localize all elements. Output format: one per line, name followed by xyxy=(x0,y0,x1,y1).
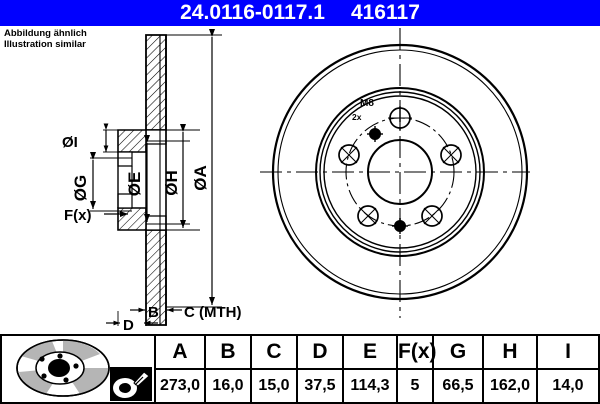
drawing-svg: ØI ØG ØE xyxy=(62,28,530,334)
dim-d: D xyxy=(106,317,158,334)
table-value-d: 37,5 xyxy=(296,368,344,404)
section-rim-bottom-inner xyxy=(145,215,167,231)
dim-diameter-h: ØH xyxy=(162,124,200,231)
table-header-d: D xyxy=(296,334,344,370)
table-value-b: 16,0 xyxy=(204,368,252,404)
section-bolt-seat-top xyxy=(117,151,133,167)
table-value-fx: 5 xyxy=(396,368,434,404)
article-number: 416117 xyxy=(350,1,420,24)
table-value-i: 14,0 xyxy=(536,368,600,404)
table-header-e: E xyxy=(342,334,398,370)
caption-line-en: Illustration similar xyxy=(4,39,86,50)
label-diameter-a: ØA xyxy=(191,165,210,191)
label-diameter-g: ØG xyxy=(71,175,90,201)
table-header-b: B xyxy=(204,334,252,370)
disc-friction-ring-outer xyxy=(277,49,523,295)
technical-drawing: ØI ØG ØE xyxy=(0,26,600,334)
disc-outer-edge xyxy=(271,43,529,301)
cross-section-view: ØI ØG ØE xyxy=(62,29,241,334)
front-view: M8 2x xyxy=(260,28,530,318)
label-b: B xyxy=(148,304,159,321)
table-row-values: 273,0 16,0 15,0 37,5 114,3 5 66,5 162,0 … xyxy=(1,368,600,404)
dim-force-x: F(x) xyxy=(64,207,128,224)
dim-c-mth: C (MTH) xyxy=(167,304,241,321)
table-value-c: 15,0 xyxy=(250,368,298,404)
section-rim-top-inner xyxy=(145,129,167,145)
table-header-h: H xyxy=(482,334,538,370)
table-header-fx: F(x) xyxy=(396,334,437,370)
table-header-a: A xyxy=(154,334,206,370)
table-header-c: C xyxy=(250,334,298,370)
table-value-a: 273,0 xyxy=(154,368,206,404)
label-force-x: F(x) xyxy=(64,207,92,224)
table-header-g: G xyxy=(432,334,484,370)
table-value-g: 66,5 xyxy=(432,368,484,404)
disc-hat-step xyxy=(323,95,477,249)
bolt-hole xyxy=(421,205,443,227)
brake-disc-icon xyxy=(16,339,110,397)
section-mount-flange-top xyxy=(117,129,147,153)
label-diameter-h: ØH xyxy=(162,170,181,196)
table-value-h: 162,0 xyxy=(482,368,538,404)
disc-hat-outer xyxy=(319,91,481,253)
dim-diameter-a: ØA xyxy=(166,29,222,308)
dim-b: B xyxy=(130,304,159,321)
specification-table: A B C D E F(x) G H I 273,0 16,0 15,0 37,… xyxy=(0,334,600,404)
label-diameter-i: ØI xyxy=(62,134,78,151)
part-number: 24.0116-0117.1 xyxy=(180,1,325,24)
header-bar: 24.0116-0117.1 416117 xyxy=(0,0,600,26)
bolt-hole xyxy=(338,144,360,166)
disc-friction-ring-inner xyxy=(315,87,485,257)
illustration-caption: Abbildung ähnlich Illustration similar xyxy=(4,28,87,50)
dim-diameter-i: ØI xyxy=(62,123,118,153)
label-diameter-e: ØE xyxy=(125,172,144,197)
label-d: D xyxy=(123,317,134,334)
table-header-i: I xyxy=(536,334,600,370)
coating-spray-icon xyxy=(110,367,152,401)
section-hub-top xyxy=(145,34,167,131)
caption-line-de: Abbildung ähnlich xyxy=(4,28,87,39)
dim-diameter-g: ØG xyxy=(71,152,132,212)
m8-thread-hole xyxy=(367,126,383,142)
table-value-e: 114,3 xyxy=(342,368,398,404)
bolt-hole xyxy=(357,205,379,227)
bolt-hole xyxy=(388,106,412,130)
label-c-mth: C (MTH) xyxy=(184,304,241,321)
m8-thread-hole xyxy=(392,218,408,234)
bolt-hole xyxy=(440,144,462,166)
table-row-headers: A B C D E F(x) G H I xyxy=(0,334,600,404)
center-bore xyxy=(367,139,433,205)
disc-icon-cell xyxy=(0,334,156,404)
label-m8: M8 xyxy=(360,98,374,109)
label-m8-count: 2x xyxy=(352,112,362,122)
